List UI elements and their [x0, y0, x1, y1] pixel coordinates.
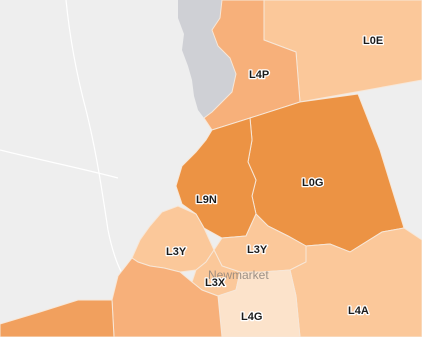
place-label-newmarket: Newmarket: [208, 268, 269, 282]
region-label-L0E: L0E: [363, 35, 383, 47]
region-unlabelled-southwest[interactable]: [111, 257, 223, 337]
region-label-L3Y-west: L3Y: [166, 246, 187, 258]
road-line: [0, 149, 119, 179]
region-label-L3X: L3X: [205, 277, 226, 289]
region-label-L4G: L4G: [241, 311, 262, 323]
region-L4P[interactable]: [203, 0, 301, 131]
water-body: [178, 0, 236, 118]
region-label-L0G: L0G: [302, 177, 323, 189]
region-unlabelled-far-southwest[interactable]: [0, 299, 115, 337]
region-label-L4A: L4A: [348, 305, 369, 317]
region-label-L9N: L9N: [196, 194, 217, 206]
road-line: [65, 0, 125, 277]
region-label-L4P: L4P: [249, 69, 269, 81]
region-label-L3Y-east: L3Y: [247, 244, 268, 256]
